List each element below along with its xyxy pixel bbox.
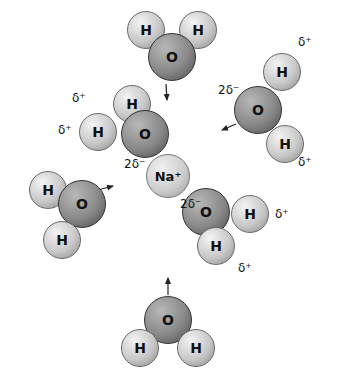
atom-symbol: H bbox=[190, 341, 202, 355]
partial-charge: δ⁺ bbox=[72, 92, 86, 104]
atom-symbol: O bbox=[252, 103, 264, 117]
atom-symbol: H bbox=[126, 97, 138, 111]
atom-symbol: O bbox=[76, 197, 88, 211]
atom-symbol: H bbox=[279, 137, 291, 151]
partial-charge: δ⁺ bbox=[238, 262, 252, 274]
hydrogen-atom: H bbox=[263, 53, 301, 91]
atom-symbol: H bbox=[210, 239, 222, 253]
hydrogen-atom: H bbox=[43, 221, 81, 259]
atom-symbol: O bbox=[139, 127, 151, 141]
atom-symbol: H bbox=[92, 125, 104, 139]
hydrogen-atom: H bbox=[121, 329, 159, 367]
atom-symbol: O bbox=[162, 313, 174, 327]
partial-charge: 2δ⁻ bbox=[218, 84, 239, 96]
atom-symbol: H bbox=[192, 23, 204, 37]
atom-symbol: H bbox=[140, 23, 152, 37]
partial-charge: 2δ⁻ bbox=[124, 158, 145, 170]
oxygen-atom: O bbox=[121, 110, 169, 158]
hydrogen-atom: H bbox=[177, 329, 215, 367]
oxygen-atom: O bbox=[148, 33, 196, 81]
partial-charge: δ⁺ bbox=[275, 208, 289, 220]
arrow bbox=[167, 278, 168, 295]
hydrogen-atom: H bbox=[231, 195, 269, 233]
partial-charge: 2δ⁻ bbox=[180, 198, 201, 210]
sodium-ion: Na⁺ bbox=[146, 154, 190, 198]
arrow bbox=[222, 124, 236, 130]
partial-charge: δ⁺ bbox=[298, 36, 312, 48]
atom-symbol: H bbox=[56, 233, 68, 247]
atom-symbol: H bbox=[134, 341, 146, 355]
atom-symbol: H bbox=[244, 207, 256, 221]
hydrogen-atom: H bbox=[79, 113, 117, 151]
partial-charge: δ⁺ bbox=[58, 124, 72, 136]
arrow bbox=[166, 84, 167, 100]
atom-symbol: H bbox=[276, 65, 288, 79]
atom-symbol: Na⁺ bbox=[155, 170, 182, 183]
atom-symbol: O bbox=[166, 50, 178, 64]
partial-charge: δ⁺ bbox=[298, 156, 312, 168]
atom-symbol: O bbox=[200, 205, 212, 219]
atom-symbol: H bbox=[42, 183, 54, 197]
hydrogen-atom: H bbox=[197, 227, 235, 265]
